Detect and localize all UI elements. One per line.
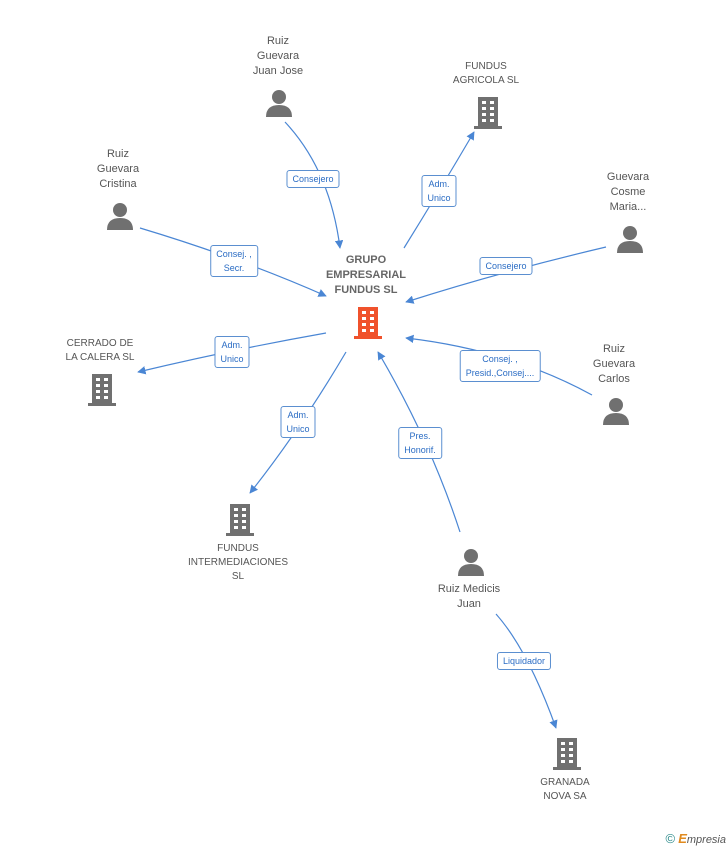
person-label-guevara-cosme[interactable]: Guevara Cosme Maria... — [606, 171, 650, 213]
person-label-ruiz-juan-jose[interactable]: Ruiz Guevara Juan Jose — [252, 35, 304, 77]
copyright-symbol: © — [665, 831, 676, 846]
edge-label-cosme[interactable]: Consejero — [479, 257, 533, 275]
person-label-ruiz-carlos[interactable]: Ruiz Guevara Carlos — [592, 343, 636, 385]
brand-name: mpresia — [686, 834, 726, 846]
person-icon[interactable] — [602, 397, 630, 425]
building-icon[interactable] — [225, 502, 255, 536]
company-label-fundus-agricola[interactable]: FUNDUS AGRICOLA SL — [452, 61, 520, 86]
edge-label-medicis[interactable]: Pres. Honorif. — [398, 427, 442, 459]
edge-label-juan-jose[interactable]: Consejero — [286, 170, 340, 188]
building-icon[interactable] — [473, 95, 503, 129]
person-icon[interactable] — [616, 225, 644, 253]
central-company-label[interactable]: GRUPO EMPRESARIAL FUNDUS SL — [325, 254, 407, 296]
central-building-icon[interactable] — [352, 305, 384, 339]
building-icon[interactable] — [87, 372, 117, 406]
edge-label-agricola[interactable]: Adm. Unico — [421, 175, 457, 207]
empresia-logo: © Empresia — [666, 831, 726, 846]
brand-initial: E — [678, 831, 687, 846]
person-label-ruiz-medicis[interactable]: Ruiz Medicis Juan — [437, 583, 501, 610]
person-icon[interactable] — [457, 548, 485, 576]
person-icon[interactable] — [265, 89, 293, 117]
edge-line-granada — [495, 613, 558, 729]
company-label-fundus-intermediaciones[interactable]: FUNDUS INTERMEDIACIONES SL — [187, 543, 289, 582]
edge-label-carlos[interactable]: Consej. , Presid.,Consej.... — [459, 350, 541, 382]
edge-label-intermediaciones[interactable]: Adm. Unico — [280, 406, 316, 438]
edge-label-cristina[interactable]: Consej. , Secr. — [210, 245, 258, 277]
company-label-granada-nova[interactable]: GRANADA NOVA SA — [540, 777, 590, 802]
building-icon[interactable] — [552, 736, 582, 770]
edge-label-calera[interactable]: Adm. Unico — [214, 336, 250, 368]
edge-label-granada[interactable]: Liquidador — [496, 652, 552, 670]
person-icon[interactable] — [106, 202, 134, 230]
person-label-ruiz-cristina[interactable]: Ruiz Guevara Cristina — [96, 148, 140, 190]
company-label-cerrado-calera[interactable]: CERRADO DE LA CALERA SL — [65, 338, 135, 363]
